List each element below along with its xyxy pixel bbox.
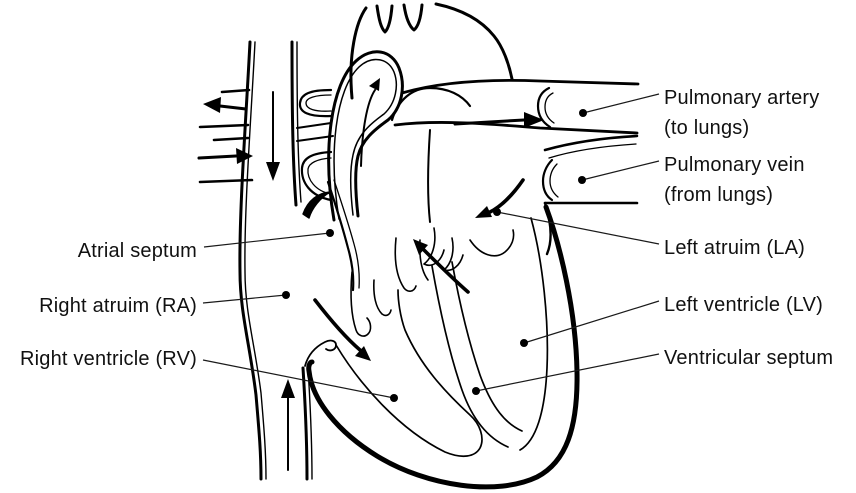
valve-flap-crescent: [302, 191, 331, 219]
leader-line-pulmonary-artery: [582, 93, 660, 114]
right-pa-stub-inner: [305, 94, 332, 112]
leader-dot-left-ventricle: [520, 339, 528, 347]
flow-arrow-trunk-up: [360, 78, 380, 167]
leader-line-atrial-septum: [203, 232, 331, 248]
aorta-branch-valley: [375, 4, 394, 34]
inferior-vena-cava-right-wall: [301, 366, 309, 481]
leader-line-left-atrium: [496, 211, 660, 245]
heart-artwork: [197, 2, 640, 490]
leader-dots: [282, 109, 587, 402]
left-atrium-left-wall: [427, 129, 431, 223]
flow-arrow-pa-right: [453, 112, 544, 128]
flow-arrow-ra-to-rv: [313, 298, 371, 361]
leader-line-right-atrium: [202, 294, 287, 304]
flow-arrow-lv-to-aorta: [413, 239, 470, 294]
tricuspid-hook: [304, 339, 337, 367]
leader-dot-atrial-septum: [326, 229, 334, 237]
aortic-valve-cusp: [394, 237, 417, 292]
leader-dot-pulmonary-artery: [579, 109, 587, 117]
pulmonary-vein-cap-inner: [549, 163, 559, 198]
ventricular-septum-left-edge: [431, 265, 509, 448]
labels: Atrial septum Right atruim (RA) Right ve…: [20, 87, 833, 370]
superior-vena-cava-right-wall: [290, 40, 298, 207]
atrial-septum-wall-inner: [333, 179, 360, 289]
leader-line-right-ventricle: [202, 359, 395, 399]
left-atrium-floor: [469, 229, 515, 257]
heart-outer-wall: [306, 204, 580, 490]
leader-dot-right-atrium: [282, 291, 290, 299]
leader-dot-pulmonary-vein: [578, 176, 586, 184]
label-left-ventricle: Left ventricle (LV): [664, 294, 823, 316]
aortic-arch-right: [434, 2, 514, 81]
right-pv-stub: [300, 150, 333, 202]
label-ventricular-septum: Ventricular septum: [664, 347, 833, 369]
atrial-septum-wall: [326, 180, 355, 292]
label-pulmonary-vein: Pulmonary vein: [664, 154, 805, 176]
pulmonary-artery-cap: [536, 86, 552, 129]
label-right-ventricle: Right ventricle (RV): [20, 348, 197, 370]
flow-arrow-veins-to-la: [475, 178, 525, 218]
ventricular-septum-right-edge: [451, 261, 523, 432]
pulmonary-artery-cap-inner: [544, 92, 555, 124]
leader-lines: [202, 93, 660, 399]
aorta-branch-valley: [402, 3, 424, 32]
left-ventricle-inner-wall: [519, 217, 549, 451]
pulmonary-trunk-inner: [333, 58, 397, 220]
branch-vessel-line: [220, 88, 251, 94]
pulmonary-vein-top-wall: [543, 134, 639, 152]
leader-dot-ventricular-septum: [472, 387, 480, 395]
leader-line-left-ventricle: [523, 300, 660, 344]
superior-vena-cava-right-wall-inner: [296, 41, 302, 203]
label-pulmonary-artery-sub: (to lungs): [664, 117, 749, 139]
pulmonary-vein-cap: [541, 158, 554, 202]
label-pulmonary-artery: Pulmonary artery: [664, 87, 819, 109]
leader-dot-left-atrium: [493, 208, 501, 216]
label-right-atrium: Right atruim (RA): [39, 295, 197, 317]
label-pulmonary-vein-sub: (from lungs): [664, 184, 773, 206]
leader-dot-right-ventricle: [390, 394, 398, 402]
flow-arrow-branch-in: [197, 148, 253, 164]
pulmonary-trunk-outer: [327, 50, 404, 222]
label-left-atrium: Left atruim (LA): [664, 237, 805, 259]
vessel-connector: [296, 122, 332, 129]
flow-arrow-branch-out: [203, 97, 248, 113]
label-atrial-septum: Atrial septum: [78, 240, 197, 262]
pulmonary-vein-top-wall-inner: [548, 143, 637, 159]
tricuspid-valve-leaflet: [373, 279, 392, 317]
leader-line-pulmonary-vein: [581, 160, 660, 181]
mitral-valve-leaflet: [423, 227, 445, 266]
leader-line-ventricular-septum: [475, 353, 660, 392]
superior-vena-cava-left-wall-inner: [244, 41, 267, 480]
pulmonary-artery-top-wall: [400, 79, 640, 95]
vessel-connector: [296, 135, 334, 142]
aortic-arch-under-edge: [390, 86, 472, 122]
right-pa-stub: [298, 88, 333, 118]
branch-vessel-line: [198, 123, 250, 129]
tricuspid-valve-leaflet: [350, 271, 372, 337]
right-pv-stub-inner: [307, 157, 332, 195]
branch-vessel-line: [212, 136, 250, 142]
flow-arrow-svc-down: [266, 91, 280, 181]
flow-arrow-ivc-up: [281, 379, 295, 471]
right-ventricle-cavity: [335, 289, 483, 458]
branch-vessel-line: [198, 178, 254, 184]
aortic-arch-left: [349, 6, 368, 100]
pulmonary-artery-bottom-wall: [393, 121, 639, 135]
